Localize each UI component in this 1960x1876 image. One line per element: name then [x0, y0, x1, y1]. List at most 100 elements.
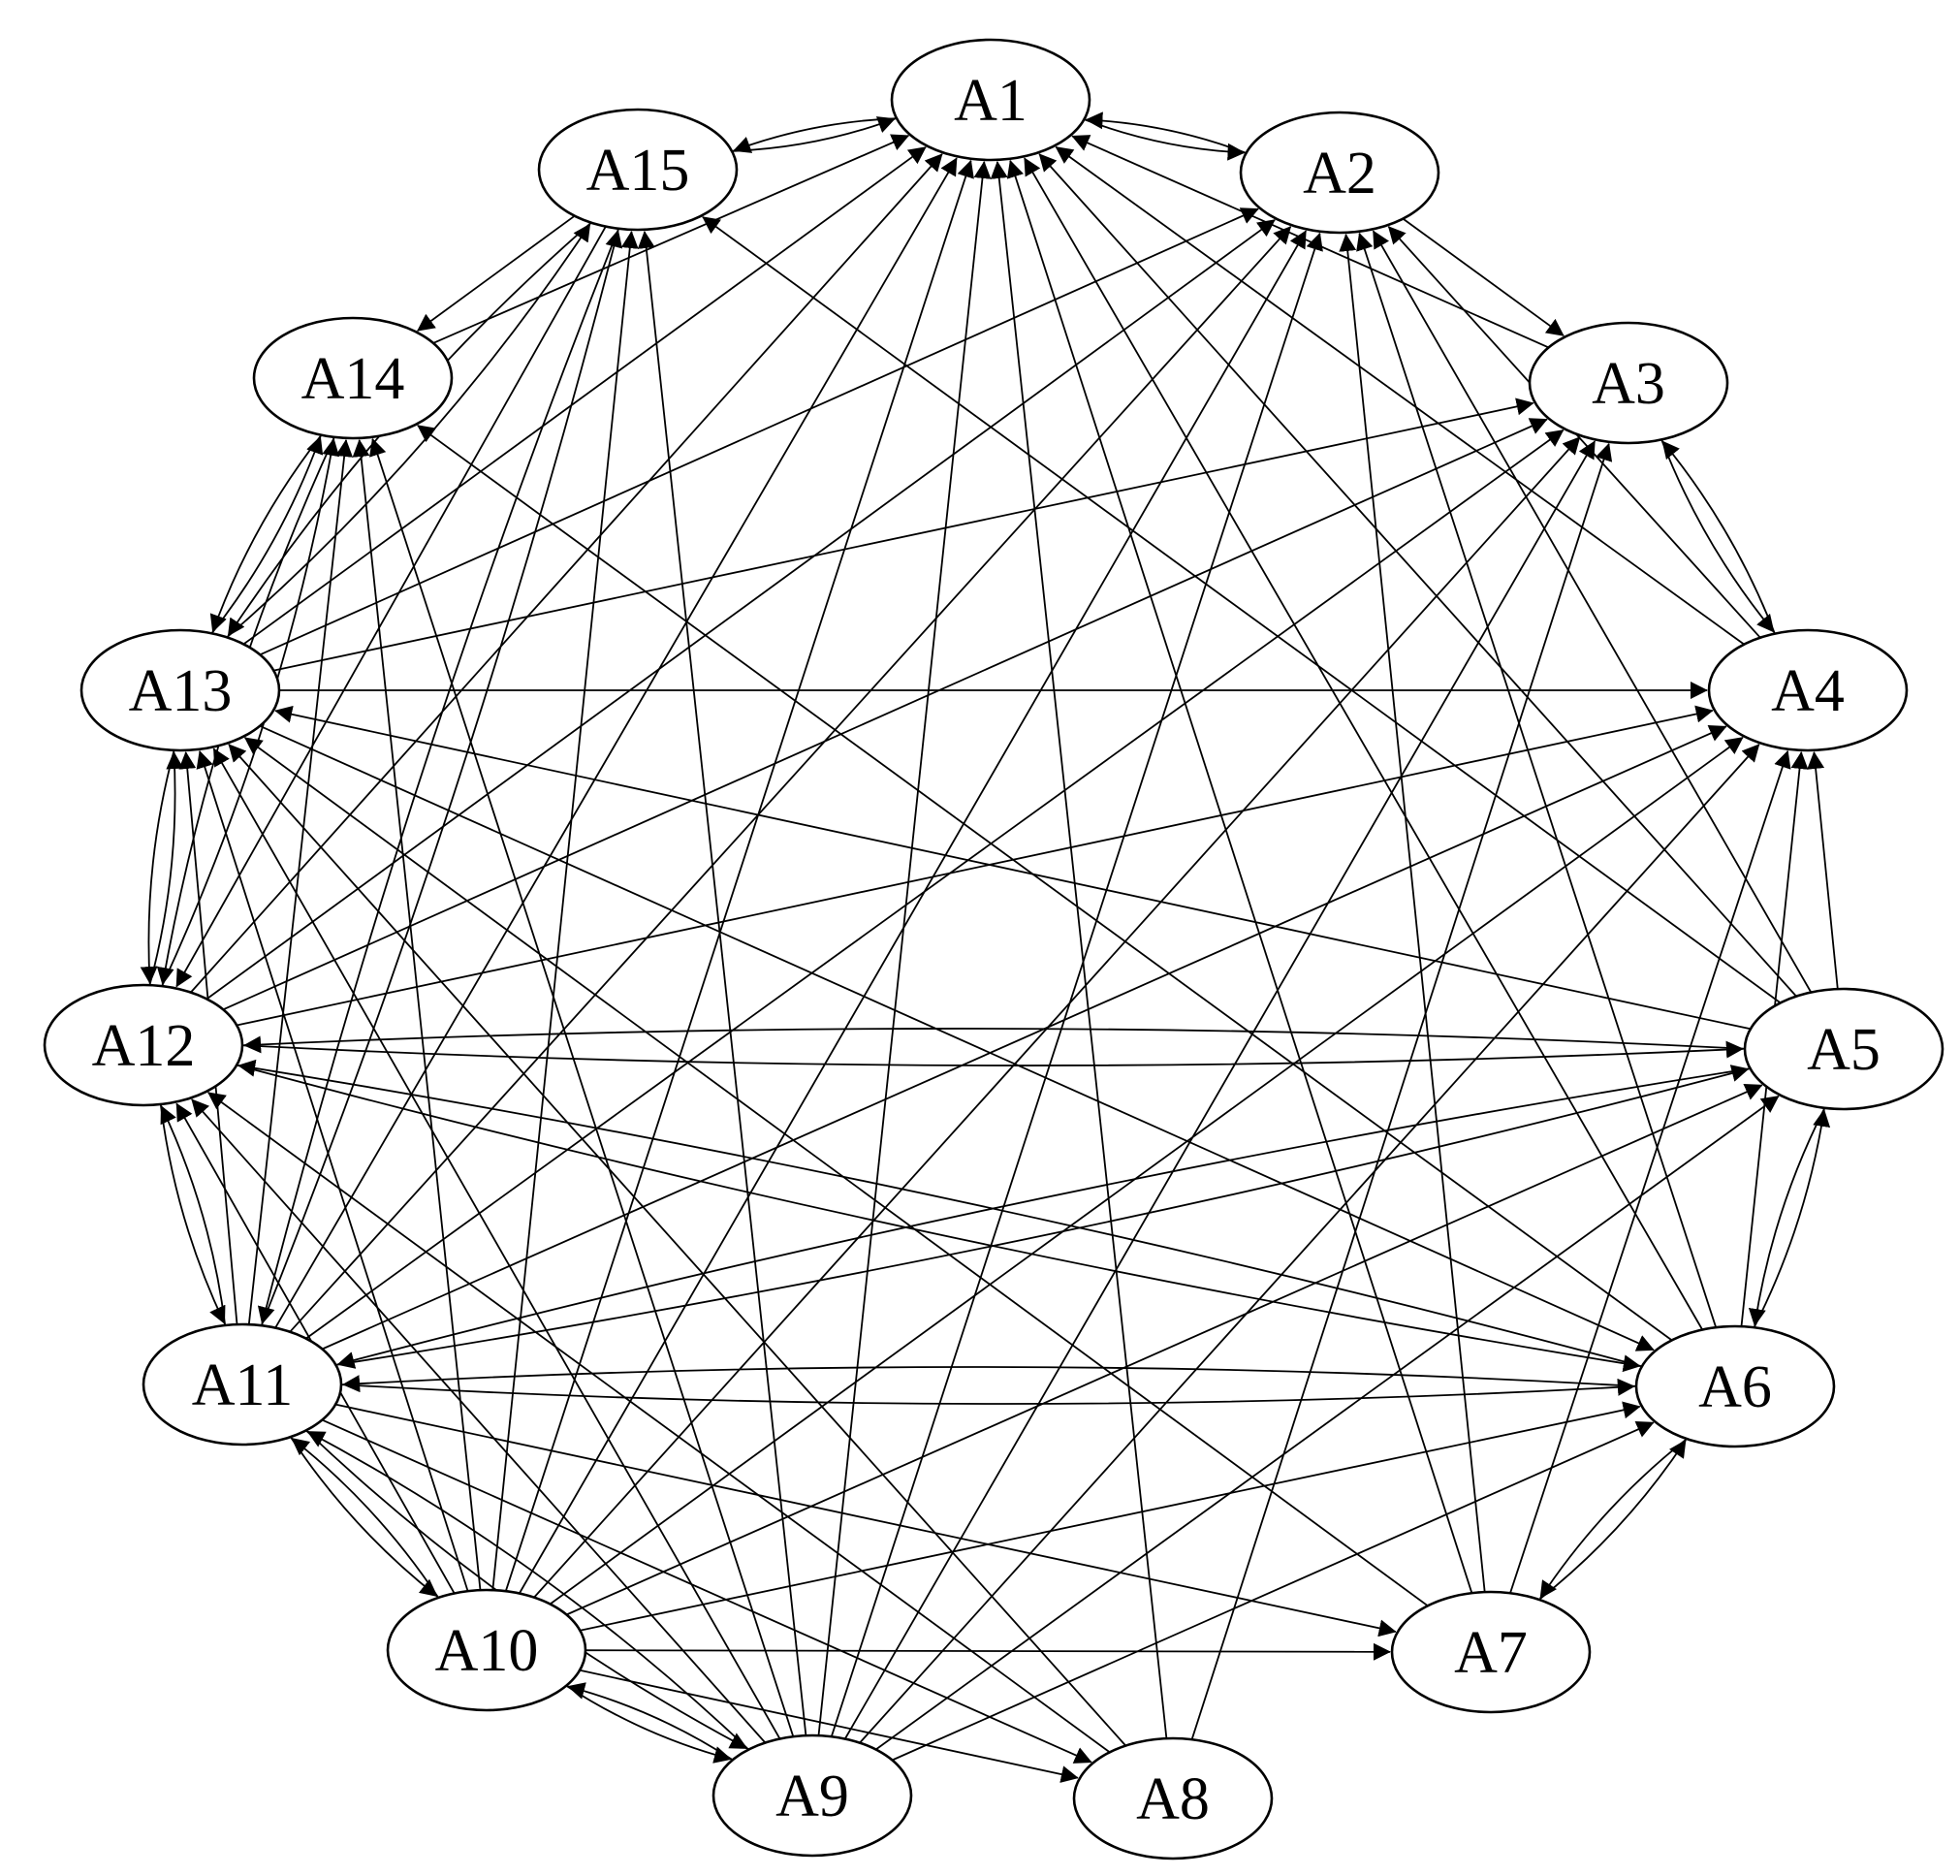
edge-a11-to-a3 — [305, 429, 1565, 1340]
node-label-a9: A9 — [775, 1764, 849, 1829]
node-a2: A2 — [1239, 111, 1440, 235]
node-label-a11: A11 — [192, 1352, 293, 1418]
edge-a6-to-a14 — [417, 425, 1673, 1342]
node-a12: A12 — [43, 983, 244, 1107]
node-label-a6: A6 — [1698, 1354, 1772, 1420]
edge-a5-to-a15 — [702, 216, 1782, 1004]
edge-a10-to-a14 — [352, 439, 482, 1591]
edge-a11-to-a12 — [160, 1105, 227, 1326]
node-ellipse — [537, 108, 739, 232]
node-label-a15: A15 — [586, 138, 690, 204]
edge-a12-to-a5 — [241, 1040, 1744, 1066]
node-label-a1: A1 — [954, 68, 1027, 134]
edge-a10-to-a2 — [519, 230, 1307, 1594]
edge-a9-to-a11 — [306, 1430, 749, 1751]
node-a4: A4 — [1707, 628, 1909, 752]
node-ellipse — [1239, 111, 1440, 235]
edge-a9-to-a12 — [191, 1098, 767, 1744]
edge-a13-to-a2 — [259, 207, 1259, 656]
edge-a13-to-a12 — [140, 749, 175, 984]
edge-a8-to-a3 — [1190, 442, 1613, 1740]
node-ellipse — [890, 38, 1091, 162]
edge-a10-to-a6 — [580, 1401, 1641, 1632]
edge-a11-to-a7 — [335, 1403, 1397, 1638]
node-a11: A11 — [142, 1322, 343, 1447]
node-label-a7: A7 — [1454, 1620, 1528, 1686]
edge-a13-to-a3 — [273, 397, 1534, 672]
edge-a14-to-a1 — [432, 134, 910, 344]
edge-a10-to-a1 — [504, 159, 974, 1592]
edge-a6-to-a1 — [1024, 157, 1703, 1330]
edge-a15-to-a12 — [175, 226, 607, 988]
edge-a11-to-a2 — [289, 226, 1292, 1333]
edge-a1-to-a15 — [733, 117, 898, 153]
edge-a5-to-a13 — [274, 705, 1752, 1031]
edge-a12-to-a4 — [237, 705, 1714, 1027]
node-ellipse — [1390, 1590, 1592, 1714]
edge-a9-to-a3 — [844, 440, 1596, 1739]
edge-a7-to-a2 — [1339, 234, 1486, 1593]
node-label-a5: A5 — [1807, 1017, 1881, 1083]
edge-a9-to-a2 — [830, 232, 1323, 1737]
node-label-a10: A10 — [435, 1618, 539, 1684]
edge-a9-to-a13 — [212, 747, 781, 1739]
edge-a11-to-a15 — [260, 229, 623, 1326]
edge-a12-to-a2 — [205, 219, 1276, 1001]
edge-a10-to-a4 — [549, 736, 1744, 1606]
node-a13: A13 — [79, 628, 281, 752]
edge-a11-to-a10 — [290, 1436, 438, 1598]
node-label-a3: A3 — [1592, 351, 1665, 417]
node-label-a12: A12 — [92, 1013, 196, 1079]
edge-a11-to-a1 — [274, 157, 958, 1329]
edge-a3-to-a4 — [1660, 439, 1775, 633]
edge-a1-to-a2 — [1084, 118, 1246, 161]
node-label-a14: A14 — [301, 346, 405, 412]
edge-a14-to-a13 — [209, 434, 323, 633]
edge-a2-to-a1 — [1085, 111, 1247, 154]
edge-a13-to-a15 — [226, 223, 591, 638]
node-a5: A5 — [1743, 987, 1944, 1111]
edge-a5-to-a2 — [1372, 230, 1813, 993]
node-a14: A14 — [252, 316, 454, 440]
edge-a10-to-a13 — [196, 749, 469, 1592]
node-ellipse — [252, 316, 454, 440]
node-a3: A3 — [1528, 321, 1729, 445]
edge-a10-to-a5 — [566, 1083, 1763, 1616]
node-ellipse — [79, 628, 281, 752]
edge-a7-to-a1 — [1006, 159, 1473, 1594]
edge-a9-to-a6 — [892, 1421, 1655, 1762]
edge-a10-to-a9 — [565, 1684, 732, 1764]
node-a1: A1 — [890, 38, 1091, 162]
edge-a12-to-a11 — [159, 1103, 226, 1324]
edge-a9-to-a14 — [369, 437, 795, 1737]
node-ellipse — [386, 1588, 587, 1712]
node-ellipse — [1634, 1324, 1836, 1448]
node-ellipse — [1743, 987, 1944, 1111]
edge-a6-to-a2 — [1356, 232, 1718, 1328]
edge-a7-to-a4 — [1509, 749, 1791, 1594]
edge-a9-to-a15 — [637, 231, 807, 1736]
node-label-a2: A2 — [1303, 141, 1376, 207]
edge-a10-to-a15 — [491, 231, 639, 1591]
node-ellipse — [711, 1733, 913, 1858]
edge-a5-to-a11 — [336, 1067, 1751, 1369]
edge-a11-to-a4 — [322, 725, 1727, 1351]
edge-a7-to-a6 — [1538, 1439, 1687, 1601]
edge-a12-to-a6 — [236, 1064, 1641, 1373]
node-label-a8: A8 — [1136, 1766, 1210, 1832]
edge-a11-to-a6 — [340, 1378, 1635, 1405]
edge-a13-to-a1 — [242, 146, 927, 646]
edge-a4-to-a1 — [1055, 145, 1745, 646]
node-label-a13: A13 — [129, 658, 233, 724]
node-ellipse — [1707, 628, 1909, 752]
edge-a15-to-a11 — [257, 228, 620, 1325]
node-ellipse — [142, 1322, 343, 1447]
edge-a8-to-a12 — [207, 1092, 1111, 1754]
edge-a7-to-a13 — [243, 737, 1429, 1607]
edge-a5-to-a4 — [1807, 751, 1839, 990]
edge-a5-to-a1 — [1038, 153, 1797, 998]
edge-a5-to-a6 — [1748, 1107, 1826, 1327]
edge-a11-to-a5 — [335, 1065, 1750, 1366]
